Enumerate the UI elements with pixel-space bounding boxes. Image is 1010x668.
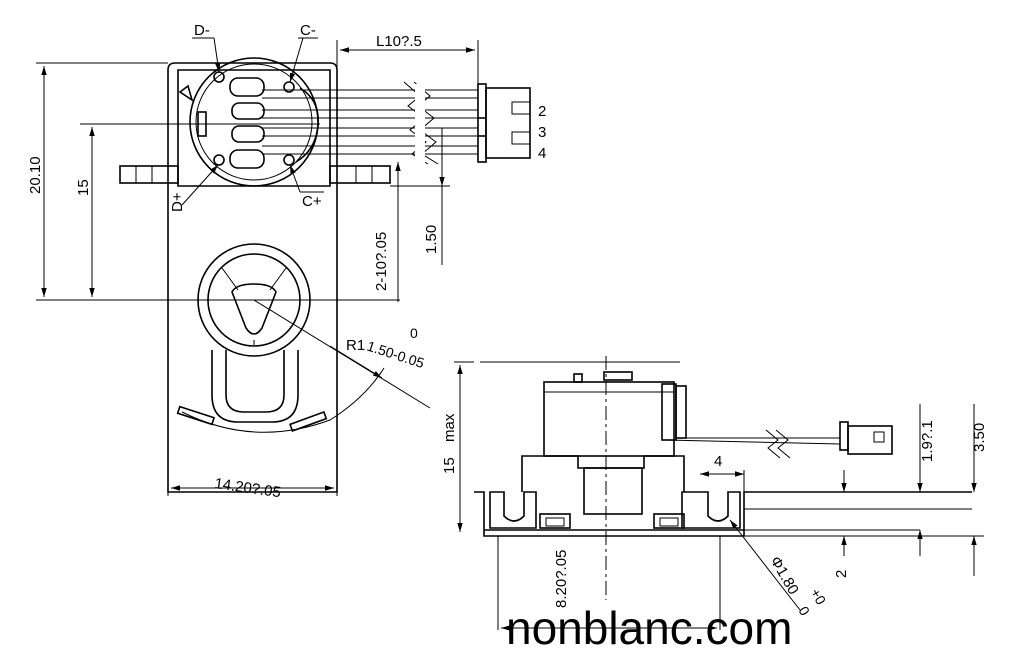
pad-mid-2 bbox=[231, 125, 265, 143]
dim-3-50: 3.50 bbox=[971, 423, 988, 452]
jst-connector bbox=[477, 83, 487, 163]
label-d-minus: D- bbox=[194, 22, 210, 39]
jst-slot bbox=[511, 101, 531, 115]
dim-hole-tol-b: +0 bbox=[807, 586, 829, 608]
side-mid-body bbox=[521, 455, 685, 492]
dim-2: 2 bbox=[833, 570, 850, 578]
pad-mid-1 bbox=[231, 102, 265, 120]
mount-triangle bbox=[231, 283, 277, 335]
dim-radius: R1 bbox=[346, 337, 365, 354]
side-view: 15 max 4 8.20?.05 Φ1.80 0 +0 2 1.9?.1 3.… bbox=[441, 356, 988, 631]
right-ear bbox=[329, 165, 391, 184]
dim-hole-pitch: 2-10?.05 bbox=[373, 232, 390, 291]
side-jst-connector bbox=[839, 421, 849, 451]
dim-1-9: 1.9?.1 bbox=[919, 420, 936, 462]
jst-housing bbox=[485, 87, 531, 159]
dim-radius-tol: 1.50-0.05 bbox=[365, 338, 426, 372]
label-c-minus: C- bbox=[300, 22, 316, 39]
dim-hole-tol-a: 0 bbox=[795, 604, 813, 619]
dim-radius-tol-upper: 0 bbox=[410, 325, 418, 341]
dim-width: 14.20?.05 bbox=[213, 475, 281, 501]
top-view: 2 3 4 D- C- D+ C+ 20.10 15 bbox=[27, 22, 546, 501]
pin-d-minus bbox=[213, 71, 225, 83]
dim-cable-length: L10?.5 bbox=[376, 33, 422, 50]
left-ear bbox=[119, 165, 179, 184]
pin-d-plus bbox=[213, 154, 225, 166]
dim-hole-dia: Φ1.80 bbox=[767, 554, 802, 598]
dim-slot-4: 4 bbox=[714, 453, 722, 470]
radius-arc bbox=[181, 367, 385, 433]
dim-20-10: 20.10 bbox=[27, 156, 44, 194]
dim-15: 15 bbox=[75, 179, 92, 196]
cable-wires bbox=[262, 87, 478, 163]
slot-outline bbox=[211, 350, 299, 423]
jst-slot bbox=[511, 131, 531, 145]
pad-top bbox=[229, 77, 265, 97]
pin-label-4: 4 bbox=[538, 145, 546, 162]
dim-8-20: 8.20?.05 bbox=[553, 550, 570, 608]
key-tab bbox=[178, 84, 194, 102]
pin-label-2: 2 bbox=[538, 103, 546, 120]
dim-max-label: max bbox=[441, 413, 458, 442]
watermark-text: nonblanc.com bbox=[506, 602, 792, 654]
pin-c-minus bbox=[283, 81, 295, 93]
label-d-plus: D+ bbox=[169, 192, 186, 212]
dim-1-50: 1.50 bbox=[423, 225, 440, 254]
label-c-plus: C+ bbox=[302, 193, 322, 210]
side-base bbox=[474, 491, 972, 531]
side-top-cylinder bbox=[543, 381, 675, 457]
connector-circle-inner bbox=[195, 63, 313, 181]
pad-bottom bbox=[229, 149, 265, 169]
pin-c-plus bbox=[283, 154, 295, 166]
dim-15-max: 15 bbox=[441, 457, 458, 474]
pin-label-3: 3 bbox=[538, 124, 546, 141]
